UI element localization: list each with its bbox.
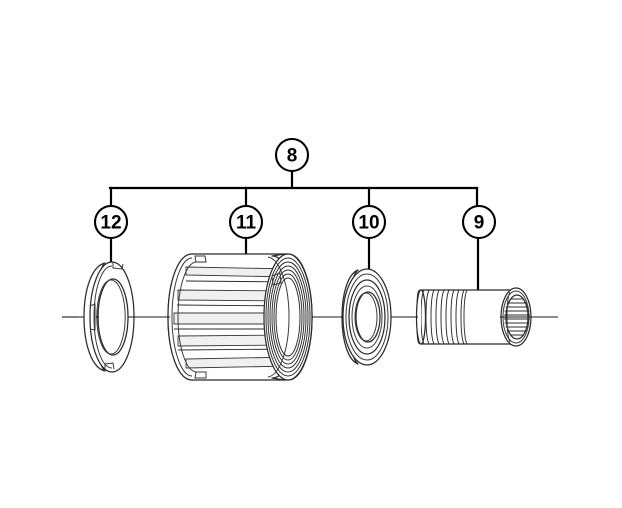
bolt-thread-end-step	[463, 289, 468, 345]
callout-label-12: 12	[100, 213, 121, 234]
lock-ring-bore	[97, 278, 129, 356]
freehub-rib	[177, 334, 288, 347]
callout-8[interactable]: 8	[274, 137, 310, 173]
freehub-collar-face	[263, 253, 313, 381]
part-seal-ring	[341, 268, 392, 366]
callout-circle-12[interactable]	[93, 204, 129, 240]
freehub-rib	[173, 312, 288, 325]
callout-circle-9[interactable]	[461, 204, 497, 240]
lock-ring-notch-bottom	[104, 362, 115, 371]
callout-12[interactable]: 12	[93, 204, 129, 240]
callout-label-9: 9	[474, 213, 485, 234]
part-freehub-fixing-bolt	[415, 287, 532, 347]
freehub-collar-notch	[271, 272, 282, 286]
callout-label-8: 8	[287, 146, 298, 167]
freehub-left-rim-inner	[171, 257, 193, 377]
freehub-collar-threads	[265, 257, 311, 377]
freehub-rib	[177, 289, 288, 302]
callout-circle-11[interactable]	[228, 204, 264, 240]
lock-ring-rim-highlight	[93, 265, 113, 369]
part-lock-ring	[83, 261, 135, 373]
callout-11[interactable]: 11	[228, 204, 264, 240]
lock-ring-notch-left	[89, 303, 96, 331]
callout-label-10: 10	[358, 213, 379, 234]
lock-ring-notch-top	[112, 262, 124, 270]
seal-ring-bore-inner-edge	[354, 292, 378, 342]
freehub-rib	[185, 356, 288, 369]
callout-label-11: 11	[236, 213, 257, 234]
callout-circle-10[interactable]	[351, 204, 387, 240]
freehub-left-rim-inner-2	[177, 261, 197, 373]
callout-bracket-group	[108, 169, 480, 293]
callout-10[interactable]: 10	[351, 204, 387, 240]
freehub-collar-shoulder	[267, 256, 290, 378]
freehub-tab-bottom	[194, 371, 207, 379]
part-freehub-body	[167, 253, 313, 381]
freehub-tab-top	[194, 255, 207, 263]
bolt-threads	[421, 289, 465, 345]
seal-ring-bore	[355, 291, 381, 343]
callout-circle-8[interactable]	[274, 137, 310, 173]
callout-9[interactable]: 9	[461, 204, 497, 240]
